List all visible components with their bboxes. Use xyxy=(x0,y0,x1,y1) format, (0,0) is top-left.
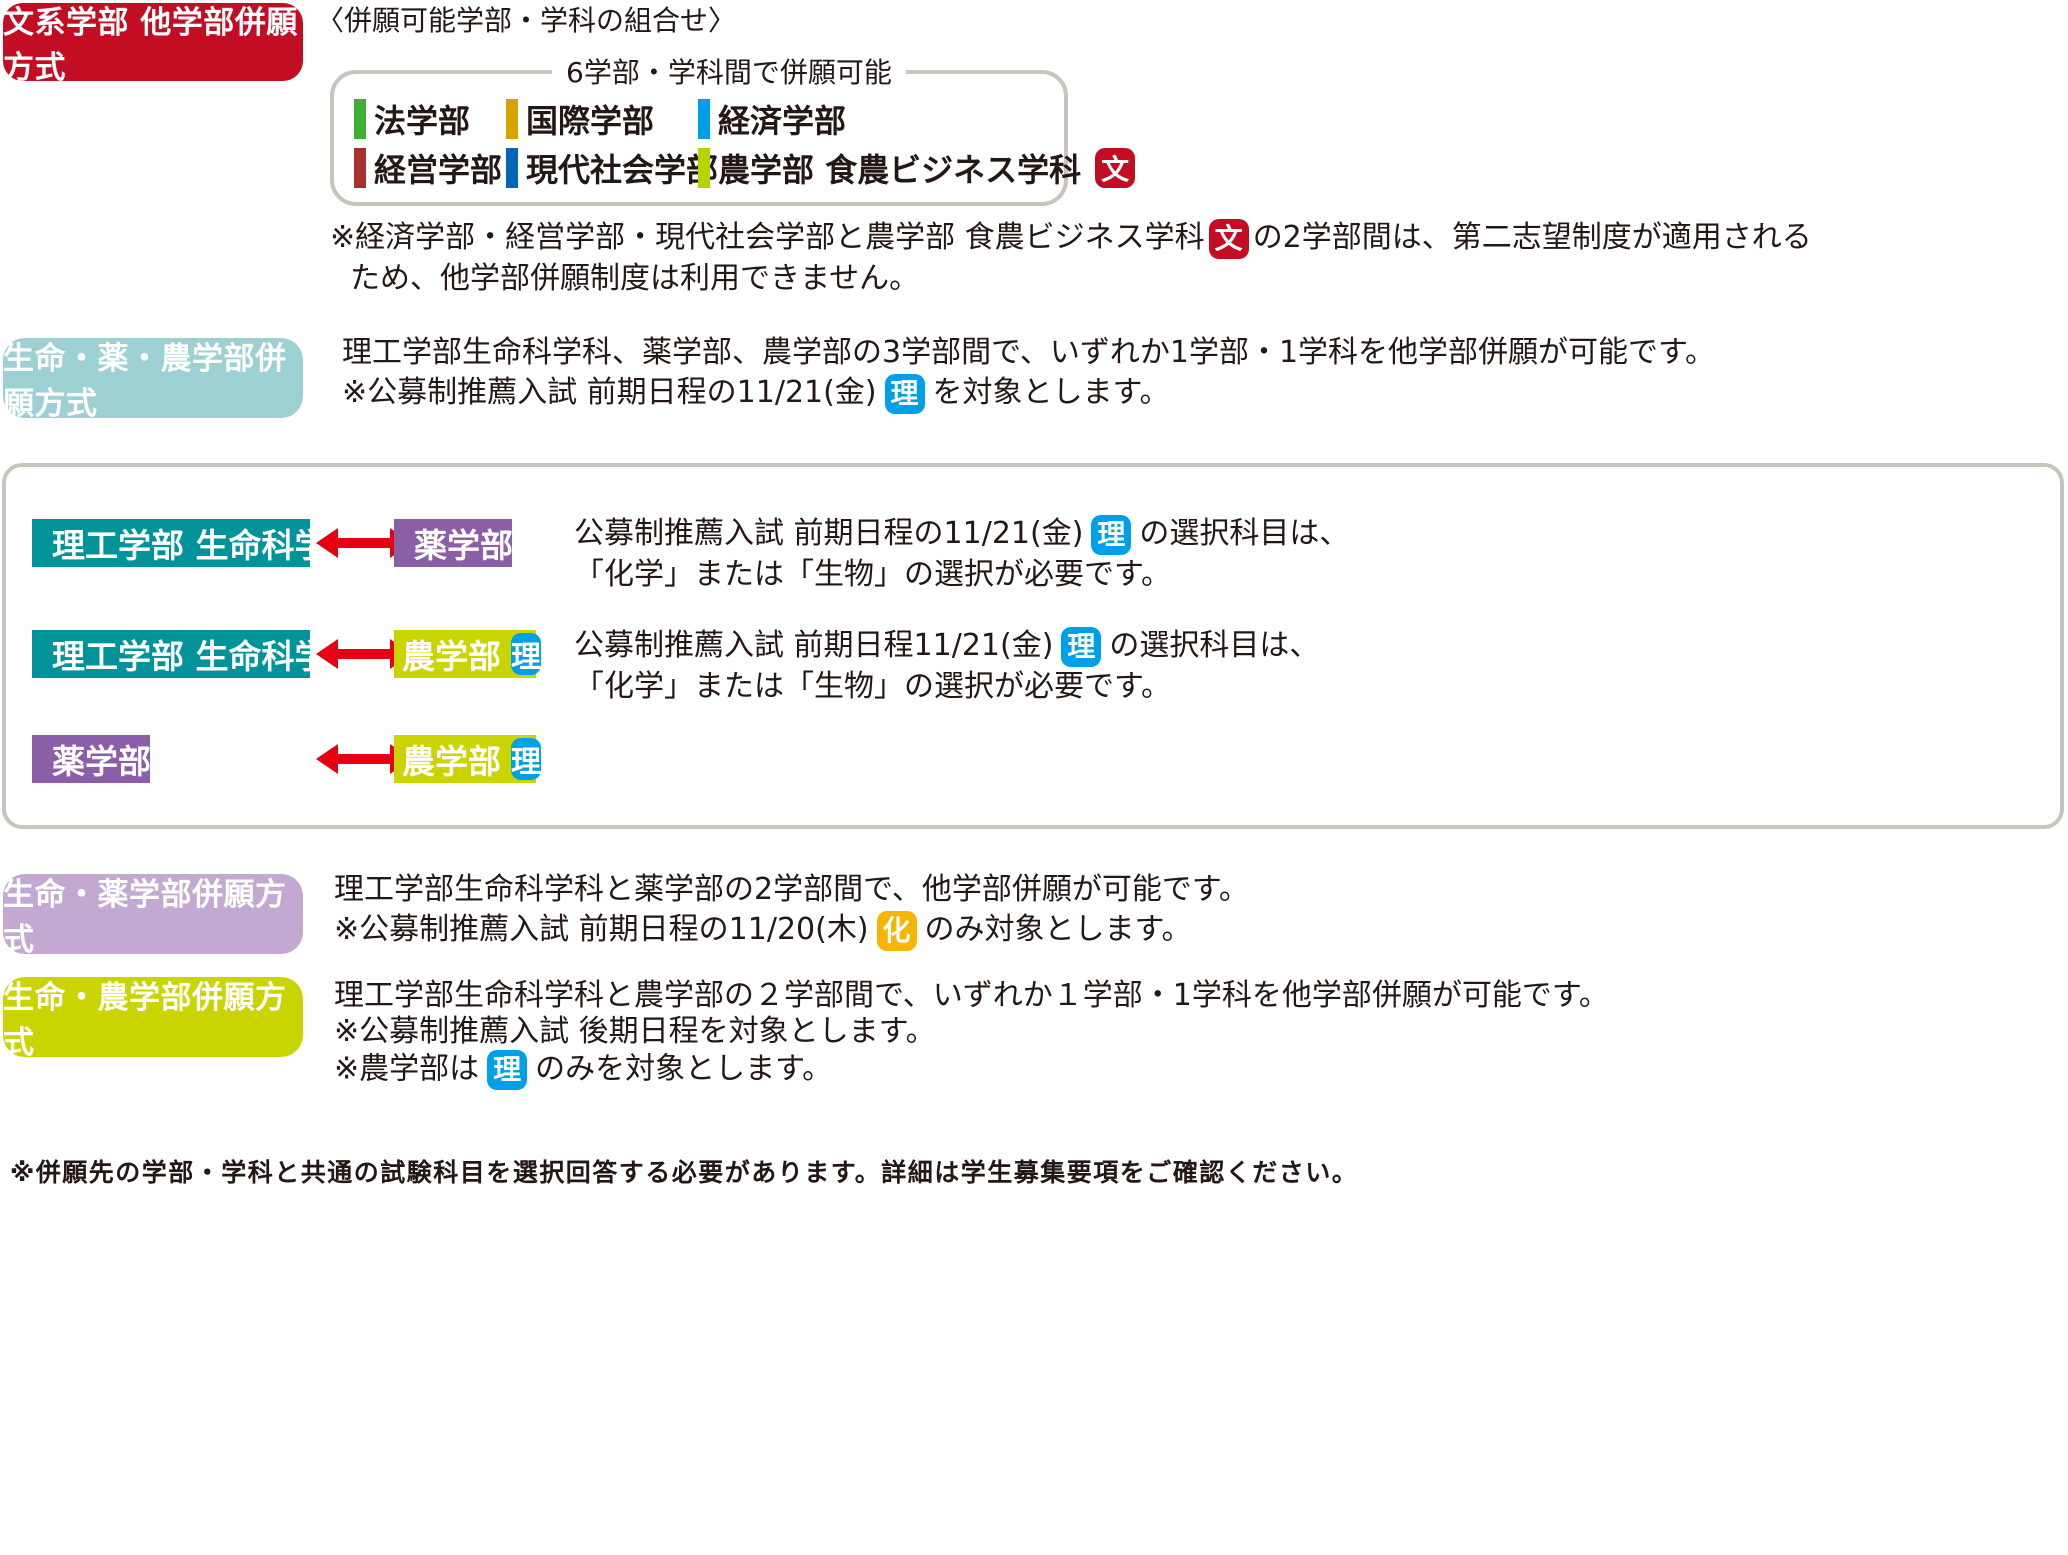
ri-badge: 理 xyxy=(487,1050,528,1090)
bunkei-method-label: 文系学部 他学部併願方式 xyxy=(3,5,298,86)
faculty-social-bar xyxy=(506,148,518,188)
combination-panel xyxy=(2,463,2064,829)
seimei-nou-line1: 理工学部生命科学科と農学部の２学部間で、いずれか１学部・1学科を他学部併願が可能… xyxy=(334,978,1609,1013)
combo3-left-tag: 薬学部 xyxy=(32,735,151,783)
seimei-yaku-nou-pill: 生命・薬・農学部併願方式 xyxy=(3,338,303,422)
seimei-yaku-nou-desc: 理工学部生命科学科、薬学部、農学部の3学部間で、いずれか1学部・1学科を他学部併… xyxy=(342,333,1715,414)
seimei-yaku-nou-label: 生命・薬・農学部併願方式 xyxy=(3,341,287,422)
combo1-left-tag: 理工学部 生命科学科 xyxy=(32,519,361,567)
seimei-yaku-line2-prefix: ※公募制推薦入試 前期日程の11/20(木) xyxy=(334,912,869,947)
faculty-mgmt-label: 経営学部 xyxy=(374,151,503,189)
seimei-nou-label: 生命・農学部併願方式 xyxy=(3,980,287,1061)
bunkei-note-prefix: ※経済学部・経営学部・現代社会学部と農学部 食農ビジネス学科 xyxy=(330,220,1205,255)
combo1-right-label: 薬学部 xyxy=(414,526,513,565)
faculty-intl-label: 国際学部 xyxy=(526,102,655,140)
faculty-law-bar xyxy=(354,99,366,139)
ri-badge: 理 xyxy=(511,738,541,780)
seimei-yaku-nou-line2-prefix: ※公募制推薦入試 前期日程の11/21(金) xyxy=(342,375,877,410)
ri-badge: 理 xyxy=(1061,626,1102,667)
seimei-yaku-label: 生命・薬学部併願方式 xyxy=(3,877,287,958)
faculty-econ-bar xyxy=(698,99,710,139)
combo-caption: 〈併願可能学部・学科の組合せ〉 xyxy=(316,4,737,37)
faculty-mgmt: 経営学部 xyxy=(354,145,502,191)
bunkei-method-pill: 文系学部 他学部併願方式 xyxy=(3,3,303,86)
combo2-note-suffix: の選択科目は、 xyxy=(1109,628,1320,663)
ri-badge: 理 xyxy=(511,633,541,675)
faculty-mgmt-bar xyxy=(354,148,366,188)
bunkei-note-suffix: の2学部間は、第二志望制度が適用される xyxy=(1252,220,1812,255)
double-arrow-icon xyxy=(316,639,412,669)
combo2-note-line2: 「化学」または「生物」の選択が必要です。 xyxy=(574,668,1171,704)
faculty-econ: 経済学部 xyxy=(698,96,846,142)
combo1-left-label: 理工学部 生命科学科 xyxy=(52,526,361,565)
footer-note: ※併願先の学部・学科と共通の試験科目を選択回答する必要があります。詳細は学生募集… xyxy=(10,1158,1359,1187)
combo2-right-tag: 農学部 理 xyxy=(394,630,541,678)
double-arrow-icon xyxy=(316,744,412,774)
combo1-right-tag: 薬学部 xyxy=(394,519,513,567)
seimei-nou-pill: 生命・農学部併願方式 xyxy=(3,977,303,1061)
ri-badge: 理 xyxy=(884,373,925,414)
faculty-social: 現代社会学部 xyxy=(506,145,718,191)
seimei-nou-desc: 理工学部生命科学科と農学部の２学部間で、いずれか１学部・1学科を他学部併願が可能… xyxy=(334,978,1609,1090)
combo2-left-label: 理工学部 生命科学科 xyxy=(52,637,361,676)
seimei-yaku-line1: 理工学部生命科学科と薬学部の2学部間で、他学部併願が可能です。 xyxy=(334,872,1249,907)
combo2-note-prefix: 公募制推薦入試 前期日程11/21(金) xyxy=(574,628,1054,663)
faculty-law: 法学部 xyxy=(354,96,470,142)
combo-box-legend: 6学部・学科間で併願可能 xyxy=(552,50,906,96)
faculty-econ-label: 経済学部 xyxy=(718,102,847,140)
combo3-left-label: 薬学部 xyxy=(52,742,151,781)
seimei-yaku-line2-suffix: のみ対象とします。 xyxy=(924,912,1192,947)
bun-badge: 文 xyxy=(1208,218,1249,259)
seimei-nou-line3-prefix: ※農学部は xyxy=(334,1051,480,1087)
combo1-note-suffix: の選択科目は、 xyxy=(1139,516,1350,551)
faculty-law-label: 法学部 xyxy=(374,102,471,140)
faculty-intl-bar xyxy=(506,99,518,139)
combo2-note: 公募制推薦入試 前期日程11/21(金)理の選択科目は、 「化学」または「生物」… xyxy=(574,626,1319,707)
combo1-note-prefix: 公募制推薦入試 前期日程の11/21(金) xyxy=(574,516,1084,551)
faculty-agri-food: 農学部 食農ビジネス学科 文 xyxy=(698,145,1143,191)
combo2-right-label: 農学部 xyxy=(402,637,501,676)
bunkei-note: ※経済学部・経営学部・現代社会学部と農学部 食農ビジネス学科文の2学部間は、第二… xyxy=(330,218,1812,299)
bun-badge: 文 xyxy=(1095,148,1136,188)
faculty-agri-food-bar xyxy=(698,148,710,188)
ri-badge: 理 xyxy=(1091,514,1132,555)
seimei-yaku-pill: 生命・薬学部併願方式 xyxy=(3,874,303,958)
combo1-note-line2: 「化学」または「生物」の選択が必要です。 xyxy=(574,556,1171,592)
seimei-yaku-nou-line1: 理工学部生命科学科、薬学部、農学部の3学部間で、いずれか1学部・1学科を他学部併… xyxy=(342,335,1716,370)
double-arrow-icon xyxy=(316,528,412,558)
bunkei-note-line2: ため、他学部併願制度は利用できません。 xyxy=(350,260,920,296)
combo3-right-tag: 農学部 理 xyxy=(394,735,541,783)
seimei-yaku-nou-line2-suffix: を対象とします。 xyxy=(932,375,1170,410)
seimei-yaku-desc: 理工学部生命科学科と薬学部の2学部間で、他学部併願が可能です。 ※公募制推薦入試… xyxy=(334,870,1249,951)
faculty-intl: 国際学部 xyxy=(506,96,654,142)
combo1-note: 公募制推薦入試 前期日程の11/21(金)理の選択科目は、 「化学」または「生物… xyxy=(574,514,1349,595)
faculty-agri-food-label: 農学部 食農ビジネス学科 xyxy=(718,151,1082,189)
combo3-right-label: 農学部 xyxy=(402,742,501,781)
faculty-social-label: 現代社会学部 xyxy=(526,151,719,189)
combo2-left-tag: 理工学部 生命科学科 xyxy=(32,630,361,678)
seimei-nou-line3-suffix: のみを対象とします。 xyxy=(535,1051,833,1087)
ka-badge: 化 xyxy=(876,910,917,951)
seimei-nou-line2: ※公募制推薦入試 後期日程を対象とします。 xyxy=(334,1014,936,1049)
